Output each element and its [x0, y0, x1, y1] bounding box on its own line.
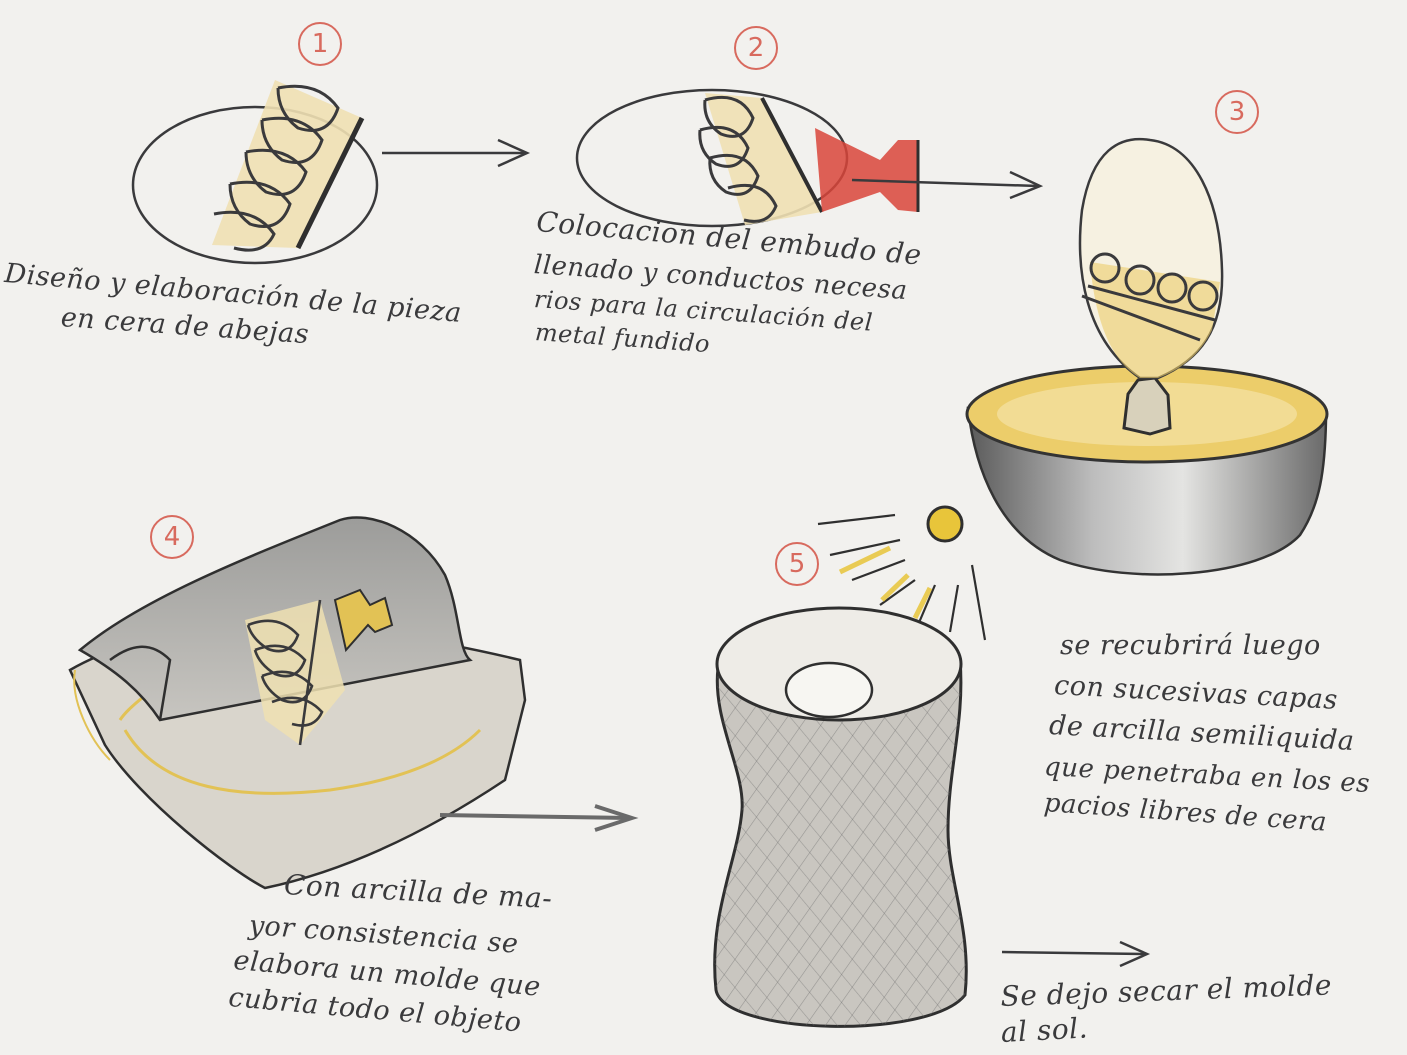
step-number-2: 2: [734, 26, 778, 70]
arrow-5-out: [1002, 942, 1147, 966]
arrow-4-to-5: [440, 806, 632, 830]
caption-line: se recubrirá luego: [1060, 630, 1321, 661]
wax-piece-egg-1: [133, 80, 377, 263]
step-number-5: 5: [775, 542, 819, 586]
step-number-3: 3: [1215, 90, 1259, 134]
arrow-1-to-2: [382, 140, 527, 166]
step-number-1: 1: [298, 22, 342, 66]
caption-line: al sol.: [1000, 1011, 1089, 1049]
wax-piece-with-funnel: [577, 90, 918, 226]
funnel-sprue: [815, 128, 918, 212]
drying-mold-vase: [715, 608, 967, 1026]
step-number-4: 4: [150, 515, 194, 559]
